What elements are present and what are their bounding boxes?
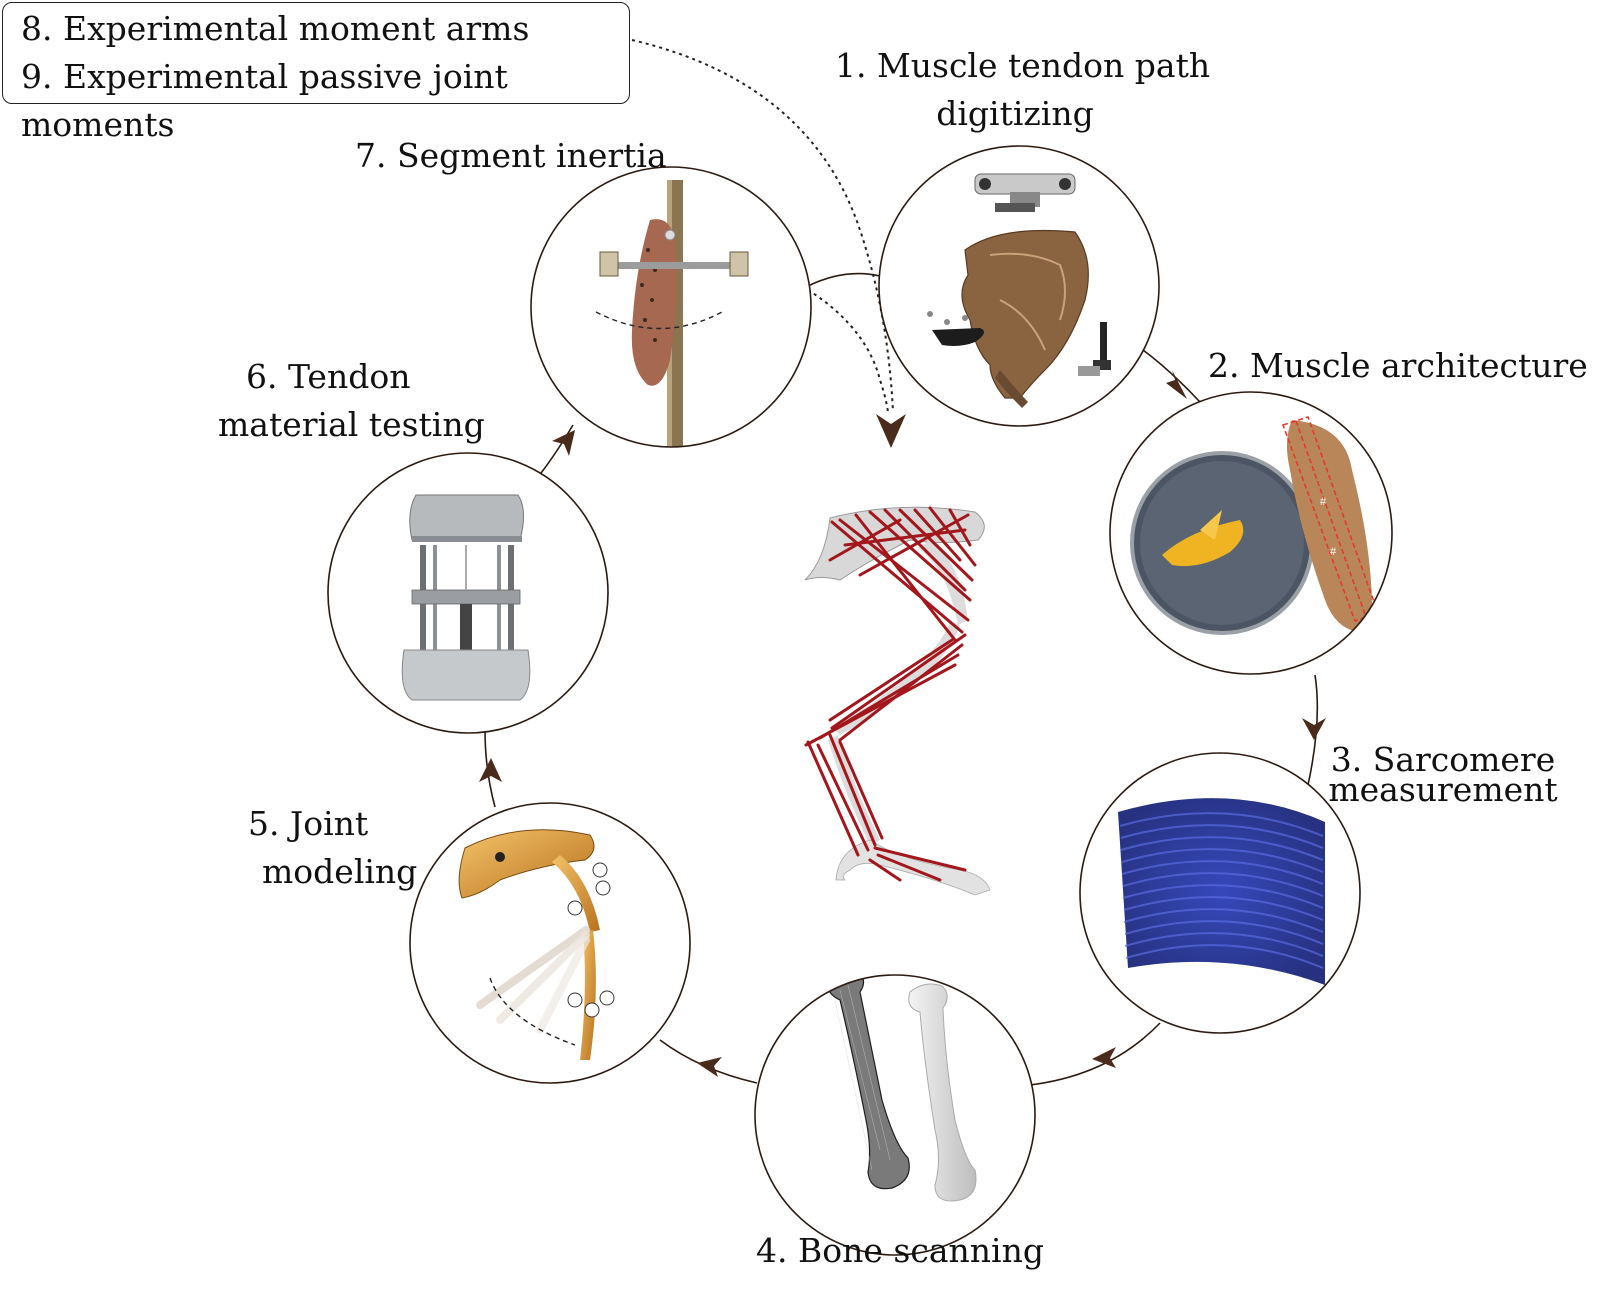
step7-label-line1: 7. Segment inertia bbox=[355, 132, 665, 180]
step6-image bbox=[328, 453, 608, 733]
svg-text:#: # bbox=[1320, 496, 1327, 508]
step7-label: 7. Segment inertia bbox=[355, 132, 665, 180]
legend-line-8: 8. Experimental moment arms bbox=[21, 5, 629, 53]
step1-label: 1. Muscle tendon path digitizing bbox=[835, 42, 1195, 138]
step1-image bbox=[879, 146, 1159, 426]
step6-label: 6. Tendon material testing bbox=[218, 353, 478, 449]
step1-label-line2: digitizing bbox=[835, 90, 1195, 138]
step4-label-line1: 4. Bone scanning bbox=[740, 1227, 1060, 1275]
step6-label-line2: material testing bbox=[218, 401, 478, 449]
step5-label-line2: modeling bbox=[236, 848, 426, 896]
step3-label-line2: measurement bbox=[1323, 775, 1563, 805]
step5-label: 5. Joint modeling bbox=[236, 800, 426, 896]
legend-box: 8. Experimental moment arms 9. Experimen… bbox=[2, 2, 630, 104]
step1-label-line1: 1. Muscle tendon path bbox=[835, 42, 1195, 90]
connector-7-to-1 bbox=[808, 274, 880, 286]
arrowhead-2-to-3 bbox=[1302, 718, 1326, 740]
svg-text:#: # bbox=[1330, 546, 1337, 558]
step6-label-line1: 6. Tendon bbox=[218, 353, 478, 401]
step2-label-line1: 2. Muscle architecture bbox=[1208, 342, 1558, 390]
step4-image bbox=[755, 970, 1035, 1255]
connector-1-to-2 bbox=[1143, 350, 1200, 402]
arrowhead-4-to-5 bbox=[697, 1057, 722, 1077]
arrowhead-to-model bbox=[876, 414, 906, 448]
step2-label: 2. Muscle architecture bbox=[1208, 342, 1558, 390]
step3-image bbox=[1080, 753, 1360, 1033]
musculoskeletal-leg-model-icon bbox=[805, 507, 990, 895]
step2-image: # # bbox=[1110, 392, 1392, 674]
step4-label: 4. Bone scanning bbox=[740, 1227, 1060, 1275]
connector-3-to-4 bbox=[1030, 1023, 1160, 1085]
dotted-path-inner bbox=[808, 290, 888, 412]
step5-label-line1: 5. Joint bbox=[236, 800, 426, 848]
arrowhead-3-to-4 bbox=[1092, 1047, 1116, 1068]
step5-image bbox=[410, 803, 690, 1083]
arrowhead-5-to-6 bbox=[479, 758, 502, 782]
step3-label: 3. Sarcomere measurement bbox=[1323, 745, 1563, 805]
